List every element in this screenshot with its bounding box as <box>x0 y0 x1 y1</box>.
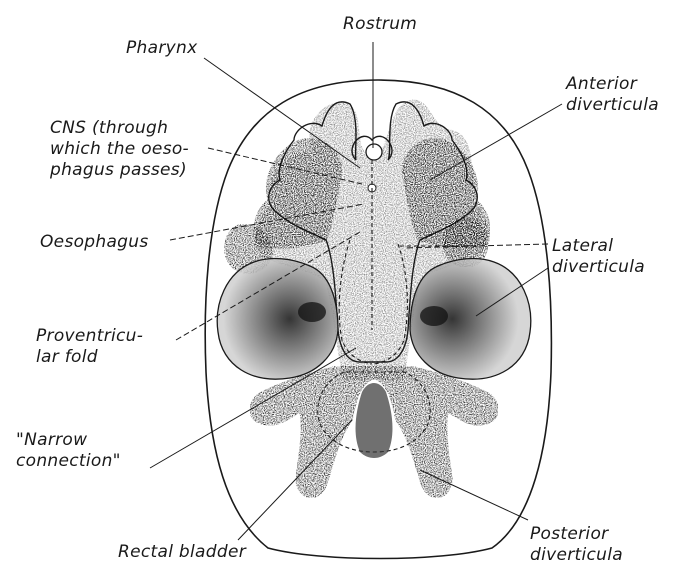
label-oesophagus: Oesophagus <box>40 232 149 253</box>
label-proventricular-fold: Proventricu- lar fold <box>36 326 143 368</box>
label-narrow-connection: "Narrow connection" <box>16 430 121 472</box>
rostrum-circle <box>366 144 382 160</box>
label-rectal-bladder: Rectal bladder <box>118 542 246 563</box>
posterior-dark-gap <box>356 383 393 458</box>
anterior-left-lobe <box>254 139 342 249</box>
right-lateral-cavity <box>420 306 448 326</box>
label-anterior-diverticula: Anterior diverticula <box>566 74 659 116</box>
label-posterior-diverticula: Posterior diverticula <box>530 524 623 566</box>
label-lateral-diverticula: Lateral diverticula <box>552 236 645 278</box>
label-cns: CNS (through which the oeso- phagus pass… <box>50 118 189 181</box>
label-pharynx: Pharynx <box>126 38 197 59</box>
left-lateral-cavity <box>298 302 326 322</box>
label-rostrum: Rostrum <box>343 14 417 35</box>
